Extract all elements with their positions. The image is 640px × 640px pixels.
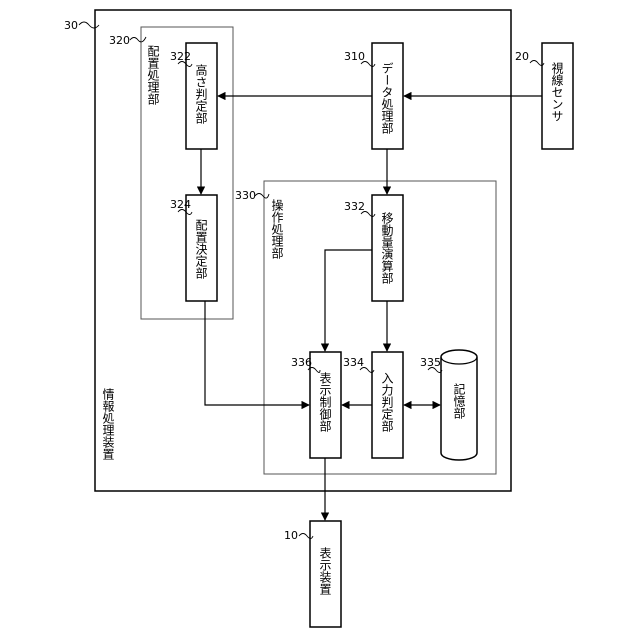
- ref-334: 334: [343, 356, 364, 369]
- arrow-movement-to-display-control: [325, 250, 372, 351]
- ref-322: 322: [170, 50, 191, 63]
- storage-label: 記憶部: [452, 382, 466, 419]
- display-device-label: 表示装置: [318, 547, 332, 595]
- data-processing-label: データ処理部: [380, 62, 394, 134]
- ref-330-leader: [255, 194, 269, 199]
- input-determination-label: 入力判定部: [380, 372, 394, 432]
- ref-20: 20: [515, 50, 529, 63]
- information-processing-device-label: 情報処理装置: [101, 388, 115, 460]
- ref-10: 10: [284, 529, 298, 542]
- ref-310: 310: [344, 50, 365, 63]
- ref-335: 335: [420, 356, 441, 369]
- placement-decision-label: 配置決定部: [194, 219, 208, 279]
- arrow-decision-to-display-control: [205, 301, 309, 405]
- ref-30: 30: [64, 19, 78, 32]
- display-control-label: 表示制御部: [318, 372, 332, 432]
- ref-330: 330: [235, 189, 256, 202]
- ref-320: 320: [109, 34, 130, 47]
- ref-336: 336: [291, 356, 312, 369]
- ref-30-leader: [79, 22, 99, 28]
- ref-332: 332: [344, 200, 365, 213]
- operation-processing-label: 操作処理部: [270, 198, 284, 259]
- movement-calc-label: 移動量演算部: [380, 212, 394, 284]
- placement-processing-label: 配置処理部: [146, 45, 160, 105]
- ref-324: 324: [170, 198, 191, 211]
- ref-320-leader: [130, 37, 146, 42]
- height-determination-label: 高さ判定部: [194, 63, 208, 124]
- gaze-sensor-label: 視線センサ: [550, 61, 564, 122]
